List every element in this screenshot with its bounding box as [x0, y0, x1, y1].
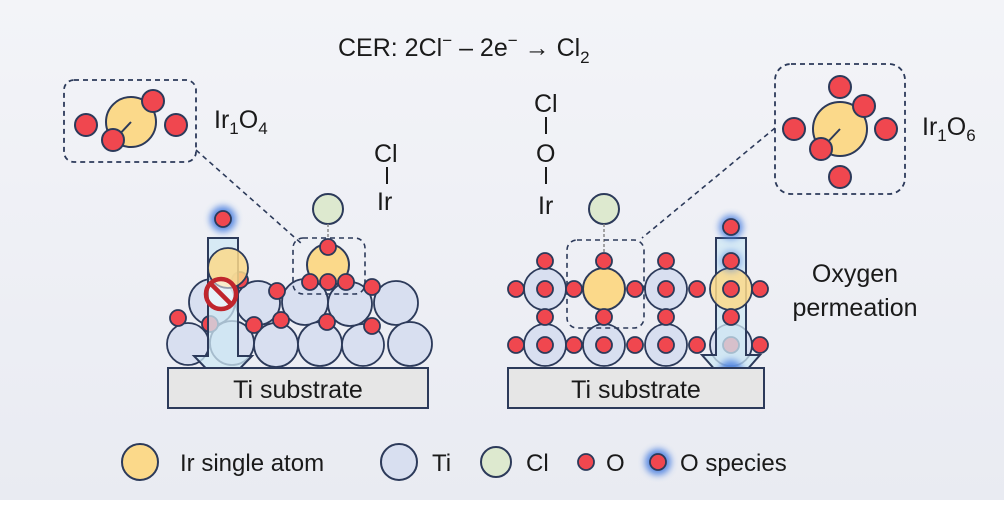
left-cl-ir-bottom: Ir [377, 188, 392, 216]
right-stack-ir: Ir [538, 192, 553, 220]
legend-cl-label: Cl [526, 450, 549, 477]
ir1o4-inset-box [63, 79, 197, 163]
right-stack-o: O [536, 140, 555, 168]
right-ti-substrate [507, 367, 765, 409]
legend-o-label: O [606, 450, 625, 477]
right-stack-cl: Cl [534, 90, 558, 118]
left-o-species [210, 206, 236, 232]
inset-connector-line-right [641, 127, 776, 239]
ir1o4-inset-molecule [74, 89, 188, 152]
left-cl-atom [312, 193, 344, 225]
legend-o-swatch [577, 453, 595, 471]
left-cl-ir-top: Cl [374, 140, 398, 168]
ir1o4-label: Ir1O4 [214, 106, 268, 138]
ir1o6-inset-molecule [782, 75, 898, 189]
legend-o-species-label: O species [680, 450, 787, 477]
legend-ti-label: Ti [432, 450, 451, 477]
oxygen-permeation-label-line1: Oxygen [812, 260, 898, 288]
left-active-site-box [292, 237, 366, 295]
cer-equation: CER: 2Cl− – 2e− → Cl2 [338, 31, 590, 67]
oxygen-permeation-label-line2: permeation [792, 294, 917, 322]
right-substrate-label: Ti substrate [571, 376, 701, 404]
inset-connector-line [195, 149, 303, 245]
left-substrate-label: Ti substrate [233, 376, 363, 404]
legend-o-species-swatch [649, 453, 667, 471]
left-ir1o4-model: Ir1O4 Cl Ir [63, 79, 433, 409]
right-cl-atom [588, 193, 620, 225]
legend-cl-swatch [480, 446, 512, 478]
ir1o6-label: Ir1O6 [922, 113, 976, 145]
legend: Ir single atom Ti Cl O O species [121, 443, 787, 481]
legend-ir-swatch [121, 443, 159, 481]
left-ti-substrate [167, 367, 429, 409]
forbidden-icon [203, 276, 239, 312]
right-ir1o6-model: Ir1O6 Cl O Ir [507, 63, 976, 409]
legend-ti-swatch [380, 443, 418, 481]
legend-ir-label: Ir single atom [180, 450, 324, 477]
right-ir-atom-lattice [582, 267, 626, 311]
